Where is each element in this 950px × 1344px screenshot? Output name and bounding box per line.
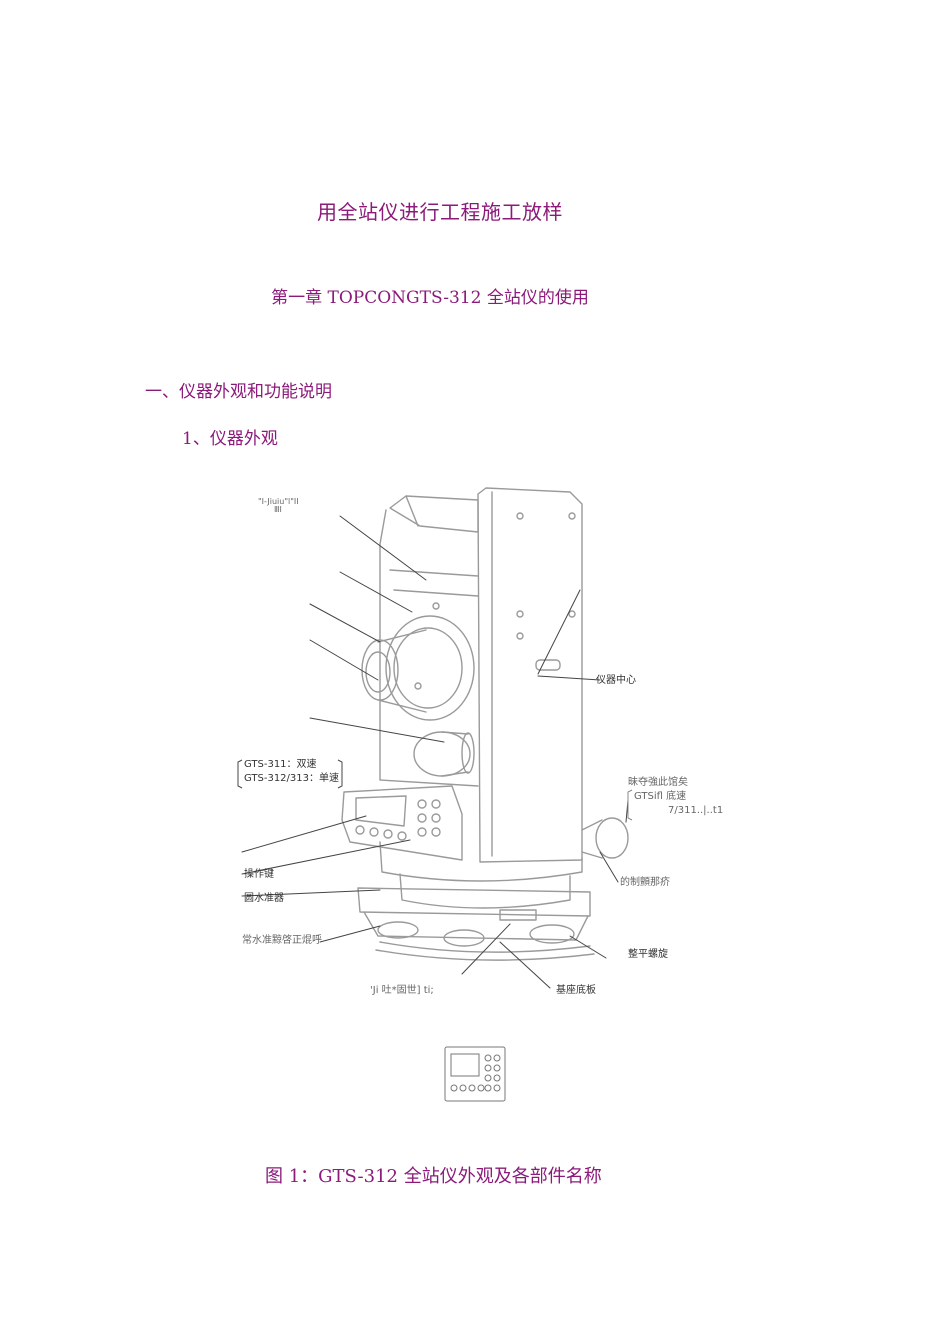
- subsection-heading: 1、仪器外观: [182, 429, 278, 449]
- label-circular-level: 圆水准器: [244, 893, 284, 904]
- label-right-b: GTSifl 底速: [634, 791, 687, 802]
- total-station-figure: "I-Jiuiu"l"II ⅢI 仪器中心 GTS-311：双速 GTS-312…: [230, 480, 724, 1010]
- label-circular-level-adjust: 常水准黥啓正焜呼: [242, 935, 322, 946]
- label-leveling-screw: 整平螺旋: [628, 949, 668, 960]
- label-brake: 的制顫那疥: [620, 877, 670, 888]
- document-title: 用全站仪进行工程施工放样: [317, 200, 563, 224]
- label-gts311: GTS-311：双速: [244, 759, 317, 770]
- total-station-drawing: [237, 487, 633, 989]
- label-operation-keys: 操作键: [244, 869, 274, 880]
- chapter-heading: 第一章 TOPCONGTS-312 全站仪的使用: [271, 288, 589, 308]
- section-heading: 一、仪器外观和功能说明: [145, 382, 332, 402]
- label-right-a: 昧夺強此馆矣: [628, 777, 688, 788]
- label-gts312: GTS-312/313：单速: [244, 773, 339, 784]
- label-top-left-b: ⅢI: [274, 505, 282, 514]
- label-instrument-center: 仪器中心: [596, 675, 636, 686]
- label-top-left-a: "I-Jiuiu"l"II: [258, 497, 299, 506]
- label-base-plate: 基座底板: [556, 985, 596, 996]
- label-bottom: 'Ji 吐*固世] ti;: [370, 985, 434, 996]
- label-right-c: 7/311..|..t1: [668, 805, 724, 816]
- keyboard-panel-figure: [444, 1046, 506, 1102]
- keyboard-panel-drawing: [444, 1046, 506, 1102]
- figure-caption: 图 1：GTS-312 全站仪外观及各部件名称: [265, 1166, 602, 1187]
